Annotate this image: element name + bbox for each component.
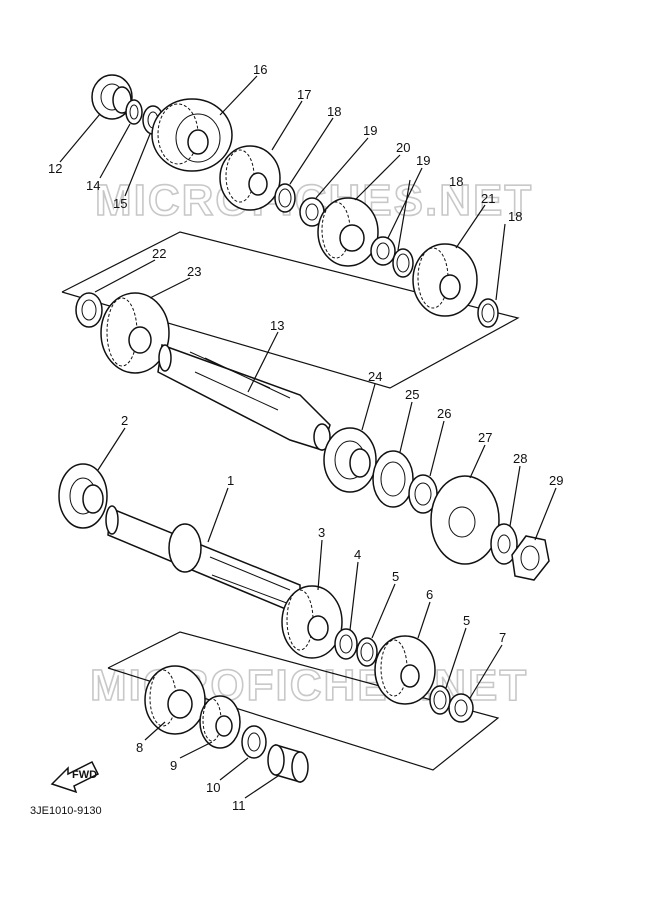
leader-lines (59, 75, 557, 799)
label-5b: 5 (463, 613, 470, 628)
part-22-washer (75, 292, 103, 328)
part-11-bushing (267, 744, 309, 783)
part-21-gear (412, 243, 478, 317)
label-13: 13 (270, 318, 284, 333)
label-5a: 5 (392, 569, 399, 584)
part-28-lock-washer (490, 523, 518, 565)
part-5-circlip-a (356, 637, 378, 667)
label-9: 9 (170, 758, 177, 773)
label-22: 22 (152, 246, 166, 261)
fwd-arrow-icon: FWD (50, 760, 100, 794)
label-14: 14 (86, 178, 100, 193)
label-28: 28 (513, 451, 527, 466)
part-7-washer (448, 693, 474, 723)
part-17-gear (219, 145, 281, 211)
main-axle-group-outline (61, 231, 520, 389)
part-10-washer (241, 725, 267, 759)
label-3: 3 (318, 525, 325, 540)
label-19a: 19 (363, 123, 377, 138)
label-26: 26 (437, 406, 451, 421)
part-6-gear (374, 635, 436, 705)
label-11: 11 (232, 798, 246, 813)
label-6: 6 (426, 587, 433, 602)
part-8-gear (144, 665, 206, 735)
label-18c: 18 (508, 209, 522, 224)
drawing-code: 3JE1010-9130 (30, 805, 102, 817)
label-24: 24 (368, 369, 382, 384)
part-23-gear (100, 292, 170, 374)
label-7: 7 (499, 630, 506, 645)
part-16-gear (151, 98, 233, 172)
part-18-circlip-b (392, 248, 414, 278)
part-26-collar (408, 474, 438, 514)
label-1: 1 (227, 473, 234, 488)
label-8: 8 (136, 740, 143, 755)
part-5-circlip-b (429, 685, 451, 715)
fwd-label: FWD (72, 769, 97, 781)
part-2-bearing (58, 463, 108, 529)
part-29-nut (511, 535, 550, 581)
label-17: 17 (297, 87, 311, 102)
label-16: 16 (253, 62, 267, 77)
part-9-gear (199, 695, 241, 749)
part-20-gear (317, 197, 379, 267)
label-20: 20 (396, 140, 410, 155)
part-1-drive-axle (105, 505, 301, 617)
label-27: 27 (478, 430, 492, 445)
part-14-circlip (125, 99, 143, 125)
label-18a: 18 (327, 104, 341, 119)
label-10: 10 (206, 780, 220, 795)
part-4-washer (334, 628, 358, 660)
label-25: 25 (405, 387, 419, 402)
part-19-washer-b (370, 236, 396, 266)
part-3-gear (281, 585, 343, 659)
part-24-bearing (323, 427, 377, 493)
label-12: 12 (48, 161, 62, 176)
label-23: 23 (187, 264, 201, 279)
label-19b: 19 (416, 153, 430, 168)
label-29: 29 (549, 473, 563, 488)
part-18-circlip-c (477, 298, 499, 328)
part-number-labels: 1 2 3 4 5 5 6 7 8 9 10 11 12 13 14 15 16… (48, 62, 563, 813)
part-25-oil-seal (372, 450, 414, 508)
label-21: 21 (481, 191, 495, 206)
label-15: 15 (113, 196, 127, 211)
label-18b: 18 (449, 174, 463, 189)
part-27-drive-sprocket (430, 475, 500, 565)
part-18-circlip-a (274, 183, 296, 213)
part-13-main-axle (157, 343, 331, 451)
label-4: 4 (354, 547, 361, 562)
drive-axle-group-outline (107, 631, 500, 771)
label-2: 2 (121, 413, 128, 428)
